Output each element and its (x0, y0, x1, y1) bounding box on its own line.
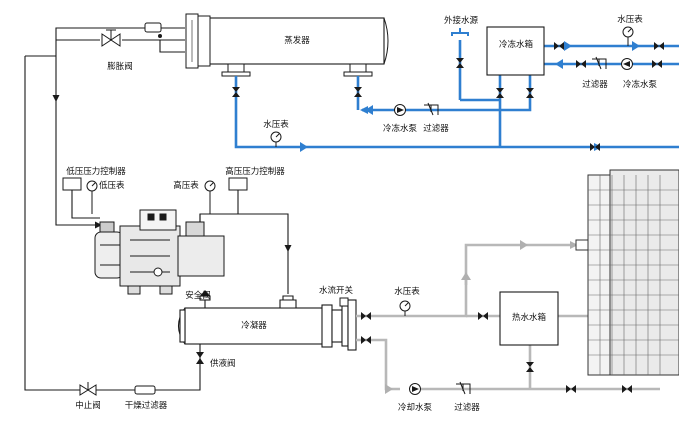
high-pressure-gauge-label: 高压表 (173, 181, 199, 191)
gate-valve-icons (232, 42, 664, 151)
cooling-valve-icons (361, 312, 632, 393)
supply-valve-icon (196, 352, 204, 364)
cooling-filter-icon (456, 381, 471, 395)
sight-glass-icon (144, 22, 162, 38)
cooling-gauge-icon (399, 300, 411, 316)
supply-valve-label: 供液阀 (210, 359, 236, 369)
chilled-water-tank (486, 26, 545, 76)
evaporator-label: 蒸发器 (284, 36, 310, 46)
stop-valve-label: 中止阀 (75, 401, 101, 411)
safety-valve-label: 安全阀 (185, 291, 211, 301)
drying-filter-label: 干燥过滤器 (124, 401, 168, 411)
chilled-pump-right-label: 冷冻水泵 (622, 80, 658, 90)
external-water-source-label: 外接水源 (443, 16, 479, 26)
chilled-outlet-gauge-label: 水压表 (617, 15, 643, 25)
chilled-pump-icon (394, 104, 406, 116)
cooling-pump-label: 冷却水泵 (397, 403, 433, 413)
condenser-label: 冷凝器 (241, 321, 267, 331)
low-pressure-gauge-label: 低压表 (99, 181, 125, 191)
chilled-return-gauge-label: 水压表 (263, 120, 289, 130)
external-water-source-icon (451, 28, 469, 36)
chilled-filter-left-label: 过滤器 (423, 124, 449, 134)
expansion-valve-icon (101, 29, 121, 47)
expansion-valve-label: 膨胀阀 (107, 62, 133, 72)
chilled-pump-left-label: 冷冻水泵 (382, 124, 418, 134)
flow-switch-label: 水流开关 (318, 286, 354, 296)
cooling-gauge-label: 水压表 (394, 287, 420, 297)
cooling-water-arrows (385, 240, 528, 394)
stop-valve-icon (79, 382, 97, 396)
chilled-filter-right-label: 过滤器 (582, 80, 608, 90)
cooling-pump-icon (409, 383, 421, 395)
drying-filter-icon (134, 385, 156, 395)
controllers (62, 177, 248, 214)
filter-icon (424, 56, 607, 116)
high-pressure-controller-label: 高压压力控制器 (225, 167, 285, 177)
cooling-tower (575, 169, 679, 376)
hot-water-tank-label: 热水水箱 (511, 313, 547, 323)
cooling-filter-label: 过滤器 (454, 403, 480, 413)
condenser (177, 295, 357, 351)
compressor (94, 209, 225, 295)
pressure-gauge-icon (270, 26, 634, 147)
hot-water-tank (499, 291, 559, 346)
low-pressure-controller-label: 低压压力控制器 (66, 167, 126, 177)
chilled-water-arrows (300, 41, 640, 152)
chilled-water-tank-label: 冷冻水箱 (498, 40, 534, 50)
chilled-pump-right-icon (621, 58, 633, 70)
evaporator (185, 13, 389, 77)
safety-valve-icon (200, 290, 210, 296)
flow-switch-icon (339, 297, 349, 307)
